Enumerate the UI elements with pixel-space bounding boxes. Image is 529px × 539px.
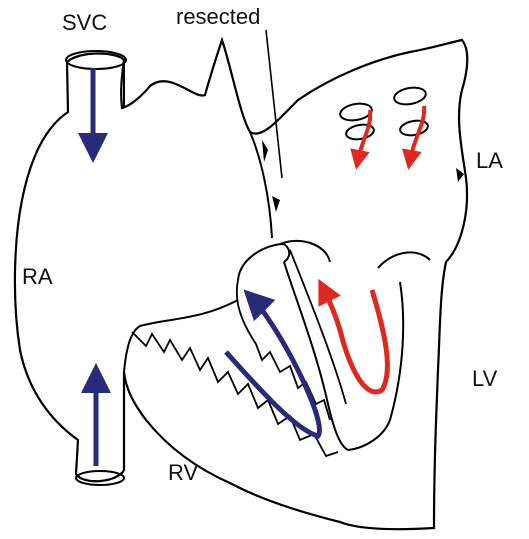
mitral-leaflet-right — [378, 252, 430, 268]
tricuspid-leaflet — [238, 244, 289, 280]
rv-flow-arrow — [226, 300, 319, 436]
lv-label: LV — [472, 368, 497, 390]
ra-label: RA — [22, 266, 53, 288]
la-wall-mark-left — [262, 140, 268, 162]
pulmonary-vein-openings — [339, 85, 429, 141]
septum-mark — [272, 196, 280, 212]
ra-rv-junction — [124, 300, 238, 372]
resected-pointer-line — [266, 30, 282, 178]
la-label: LA — [476, 150, 503, 172]
atrial-septum — [250, 132, 272, 238]
ivc-opening — [76, 471, 124, 485]
svc-label: SVC — [62, 12, 107, 34]
lv-flow-arrow — [324, 290, 387, 392]
resected-label: resected — [176, 6, 260, 28]
rv-label: RV — [168, 462, 198, 484]
rv-inner-wall — [237, 280, 330, 420]
la-wall-mark-right — [456, 168, 464, 182]
